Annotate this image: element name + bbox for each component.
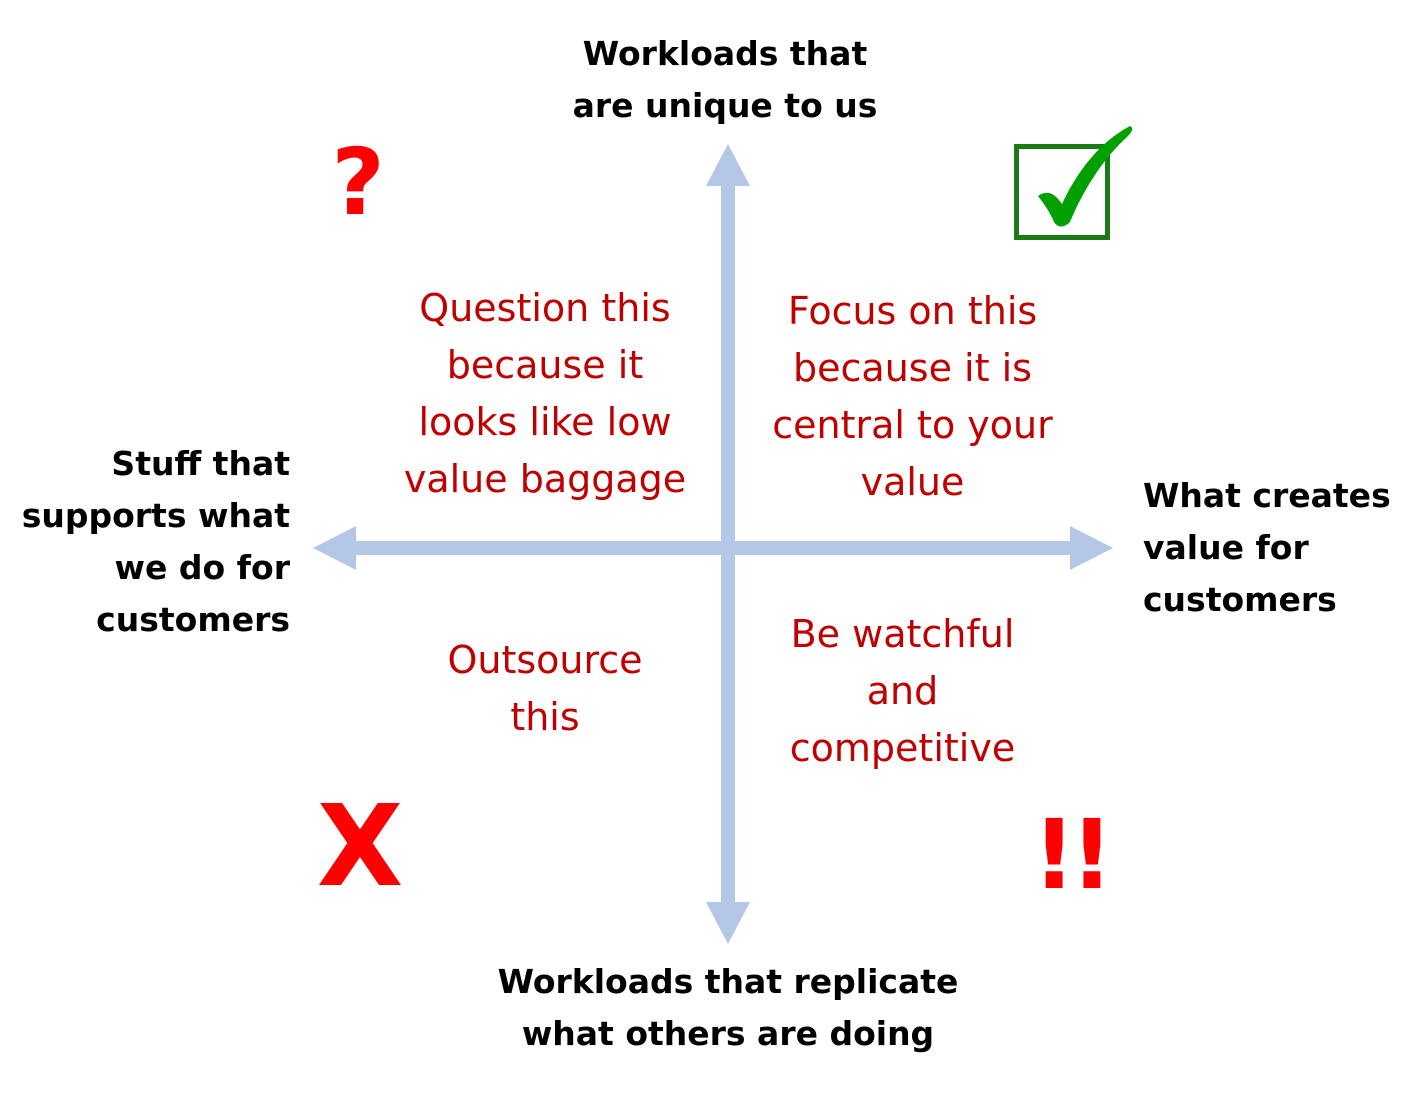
- axis-arrow-down: [706, 902, 750, 944]
- axis-arrow-left: [313, 526, 356, 570]
- quadrant-line: Be watchful: [790, 612, 1015, 656]
- question-mark-icon: ?: [331, 129, 385, 236]
- axis-label-right: What creates value for customers: [1143, 470, 1413, 626]
- quadrant-line: this: [510, 695, 580, 739]
- axis-label-left: Stuff that supports what we do for custo…: [10, 438, 290, 646]
- quadrant-line: central to your: [772, 403, 1053, 447]
- axis-arrow-right: [1070, 526, 1113, 570]
- axis-label-line: supports what: [21, 496, 290, 535]
- axis-label-line: Stuff that: [111, 444, 290, 483]
- axis-label-top: Workloads that are unique to us: [525, 28, 925, 132]
- quadrant-line: Question this: [419, 286, 671, 330]
- quadrant-line: value baggage: [403, 457, 687, 501]
- cross-icon: X: [316, 782, 404, 912]
- axis-label-line: customers: [96, 600, 290, 639]
- axis-arrow-up: [706, 144, 750, 186]
- axis-label-line: value for: [1143, 528, 1309, 567]
- double-exclamation-icon: !!: [1032, 799, 1114, 911]
- axis-label-line: what others are doing: [521, 1014, 935, 1053]
- axis-label-line: customers: [1143, 580, 1337, 619]
- quadrant-line: because it: [446, 343, 644, 387]
- axis-label-bottom: Workloads that replicate what others are…: [478, 956, 978, 1060]
- quadrant-bottom-left-text: Outsource this: [400, 632, 690, 746]
- axis-label-line: are unique to us: [572, 86, 878, 125]
- quadrant-top-right-text: Focus on this because it is central to y…: [745, 283, 1080, 511]
- quadrant-line: Focus on this: [787, 289, 1038, 333]
- quadrant-line: looks like low: [418, 400, 672, 444]
- axis-label-line: What creates: [1143, 476, 1391, 515]
- quadrant-line: because it is: [793, 346, 1032, 390]
- quadrant-line: competitive: [789, 726, 1016, 770]
- checkmark-icon: [1038, 126, 1133, 227]
- horizontal-axis: [352, 541, 1076, 555]
- checkbox-frame: [1014, 144, 1110, 240]
- quadrant-bottom-right-text: Be watchful and competitive: [745, 606, 1060, 777]
- quadrant-line: and: [866, 669, 939, 713]
- axis-label-line: Workloads that replicate: [497, 962, 959, 1001]
- quadrant-line: value: [860, 460, 965, 504]
- axis-label-line: Workloads that: [582, 34, 868, 73]
- quadrant-top-left-text: Question this because it looks like low …: [385, 280, 705, 508]
- quadrant-line: Outsource: [447, 638, 643, 682]
- axis-label-line: we do for: [114, 548, 290, 587]
